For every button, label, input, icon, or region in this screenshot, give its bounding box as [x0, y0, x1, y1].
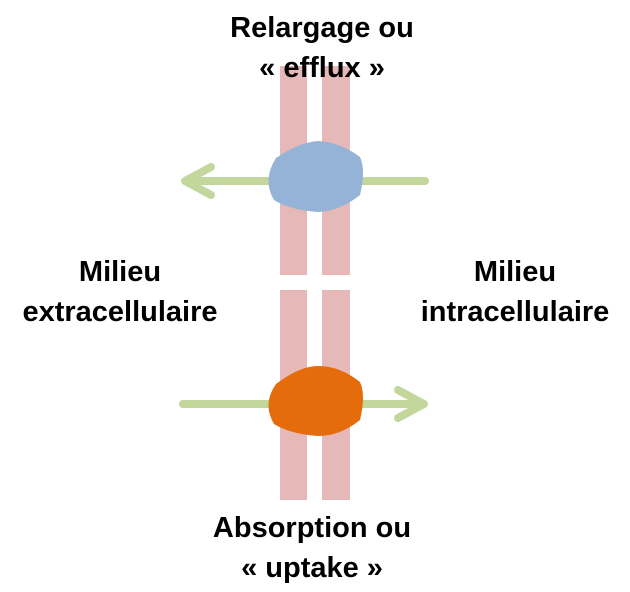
efflux-label-line2: « efflux »: [259, 52, 385, 84]
uptake-label: Absorption ou « uptake »: [162, 508, 462, 588]
intracellular-label-line1: Milieu: [473, 256, 557, 288]
uptake-transporter: [268, 366, 363, 436]
intracellular-label: Milieu intracellulaire: [395, 252, 630, 332]
efflux-label: Relargage ou « efflux »: [172, 8, 472, 88]
uptake-label-line1: Absorption ou: [212, 512, 412, 544]
extracellular-label-line2: extracellulaire: [22, 296, 218, 328]
efflux-label-line1: Relargage ou: [230, 12, 414, 44]
extracellular-label: Milieu extracellulaire: [0, 252, 240, 332]
uptake-label-line2: « uptake »: [241, 552, 383, 584]
extracellular-label-line1: Milieu: [78, 256, 162, 288]
efflux-transporter: [268, 141, 363, 212]
intracellular-label-line2: intracellulaire: [420, 296, 610, 328]
